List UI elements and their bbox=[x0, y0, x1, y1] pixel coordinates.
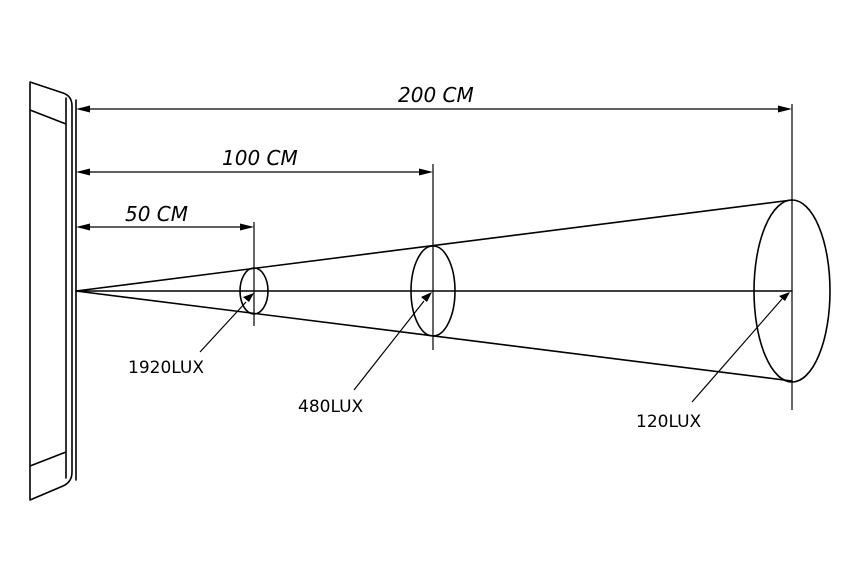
lux-label-50cm: 1920LUX bbox=[128, 358, 204, 378]
lux-label-200cm: 120LUX bbox=[636, 412, 702, 432]
dimension-label-100cm: 100 CM bbox=[222, 146, 298, 170]
dimension-label-50cm: 50 CM bbox=[125, 202, 188, 226]
lux-label-100cm: 480LUX bbox=[298, 397, 364, 417]
extension-lines bbox=[253, 104, 793, 410]
lamp-fixture bbox=[29, 81, 77, 501]
dimension-lines bbox=[76, 105, 792, 231]
leader-lines bbox=[199, 292, 790, 403]
dimension-label-200cm: 200 CM bbox=[398, 83, 474, 107]
